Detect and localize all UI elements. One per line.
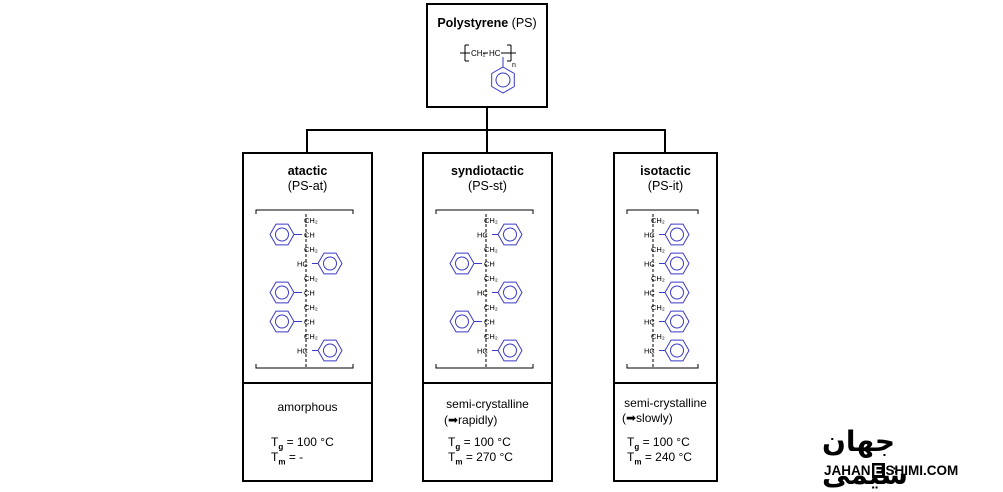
connector-middle — [486, 129, 488, 153]
ch-label: HC — [297, 347, 308, 356]
bracket-top — [255, 209, 354, 214]
isotactic-abbr: (PS-it) — [647, 179, 684, 193]
syndiotactic-property-rate: (➡rapidly) — [444, 413, 498, 427]
polystyrene-root-box: Polystyrene (PS) CH₂ HC n — [426, 3, 548, 108]
ch-label: HC — [644, 318, 655, 327]
benzene-ring-icon — [497, 339, 523, 362]
bracket-top — [626, 209, 699, 214]
ch2-label: CH₂ — [484, 216, 498, 225]
ch2-label: CH₂ — [484, 303, 498, 312]
benzene-ring-icon — [269, 281, 295, 304]
ch2-label: CH₂ — [304, 303, 318, 312]
atactic-title: atactic — [244, 164, 371, 179]
ch-label: CH — [304, 289, 315, 298]
isotactic-tm: Tm = 240 °C — [627, 450, 692, 467]
ch2-label: CH₂ — [304, 332, 318, 341]
syndiotactic-tm: Tm = 270 °C — [448, 450, 513, 467]
syndiotactic-divider — [424, 382, 551, 384]
ch-label: HC — [477, 347, 488, 356]
ch-label: CH — [484, 318, 495, 327]
ch2-label: CH₂ — [304, 245, 318, 254]
bracket-bottom — [255, 364, 354, 369]
connector-right — [664, 129, 666, 153]
benzene-ring-icon — [269, 310, 295, 333]
benzene-ring-icon — [497, 281, 523, 304]
root-name: Polystyrene — [437, 16, 509, 30]
benzene-ring-icon — [664, 223, 690, 246]
ch2-label: CH₂ — [304, 274, 318, 283]
ch-label: HC — [644, 347, 655, 356]
ch2-label: CH₂ — [651, 245, 665, 254]
ch-label: HC — [644, 231, 655, 240]
bracket-top — [435, 209, 534, 214]
syndiotactic-tg: Tg = 100 °C — [448, 435, 511, 452]
ch-label: HC — [297, 260, 308, 269]
syndiotactic-title: syndiotactic — [424, 164, 551, 179]
atactic-box: atactic (PS-at) CH₂ CH CH₂ HC CH₂ CH CH₂ CH CH₂ H… — [242, 152, 373, 482]
bracket-bottom — [626, 364, 699, 369]
ch-label: CH — [484, 260, 495, 269]
atactic-tm: Tm = - — [271, 450, 304, 467]
bracket-bottom — [435, 364, 534, 369]
atactic-chain: CH₂ CH CH₂ HC CH₂ CH CH₂ CH CH₂ HC — [255, 209, 354, 369]
syndiotactic-property: semi-crystalline — [446, 397, 529, 411]
root-n: n — [512, 62, 516, 69]
isotactic-title: isotactic — [615, 164, 716, 179]
ch2-label: CH₂ — [651, 216, 665, 225]
benzene-ring-icon — [664, 339, 690, 362]
ch2-label: CH₂ — [304, 216, 318, 225]
benzene-ring-icon — [449, 252, 475, 275]
atactic-tg: Tg = 100 °C — [271, 435, 334, 452]
ch-label: CH — [304, 231, 315, 240]
benzene-ring-icon — [449, 310, 475, 333]
atactic-property: amorphous — [277, 400, 338, 414]
syndiotactic-name: syndiotactic — [451, 164, 524, 178]
isotactic-tg: Tg = 100 °C — [627, 435, 690, 452]
benzene-ring-icon — [317, 339, 343, 362]
benzene-ring-icon — [317, 252, 343, 275]
ch-label: HC — [477, 231, 488, 240]
atactic-divider — [244, 382, 371, 384]
isotactic-divider — [615, 382, 716, 384]
benzene-ring-icon — [664, 252, 690, 275]
ch2-label: CH₂ — [484, 332, 498, 341]
ch-label: HC — [644, 289, 655, 298]
root-abbr: (PS) — [511, 16, 537, 30]
root-title: Polystyrene (PS) — [428, 16, 546, 31]
benzene-ring-icon — [664, 310, 690, 333]
root-ch2: CH₂ — [471, 49, 486, 58]
isotactic-chain: CH₂ HC CH₂ HC CH₂ HC CH₂ HC CH₂ HC — [626, 209, 699, 369]
isotactic-property: semi-crystalline — [624, 396, 707, 410]
atactic-name: atactic — [287, 164, 328, 178]
syndiotactic-abbr: (PS-st) — [468, 179, 507, 193]
isotactic-name: isotactic — [640, 164, 691, 178]
ch2-label: CH₂ — [651, 303, 665, 312]
ch2-label: CH₂ — [651, 332, 665, 341]
connector-trunk — [486, 108, 488, 130]
ch2-label: CH₂ — [484, 274, 498, 283]
ch-label: HC — [644, 260, 655, 269]
benzene-ring-icon — [491, 66, 515, 94]
root-hc: HC — [489, 49, 501, 58]
syndiotactic-chain: CH₂ HC CH₂ CH CH₂ HC CH₂ CH CH₂ HC — [435, 209, 534, 369]
connector-left — [306, 129, 308, 153]
atactic-abbr: (PS-at) — [287, 179, 328, 193]
ch-label: HC — [477, 289, 488, 298]
ch2-label: CH₂ — [651, 274, 665, 283]
logo-arabic: جهان شیمی — [822, 425, 909, 491]
isotactic-property-rate: (➡slowly) — [622, 411, 673, 425]
benzene-ring-icon — [269, 223, 295, 246]
ch-label: CH — [304, 318, 315, 327]
benzene-ring-icon — [664, 281, 690, 304]
ch2-label: CH₂ — [484, 245, 498, 254]
root-formula: CH₂ HC n — [460, 44, 516, 94]
benzene-ring-icon — [497, 223, 523, 246]
